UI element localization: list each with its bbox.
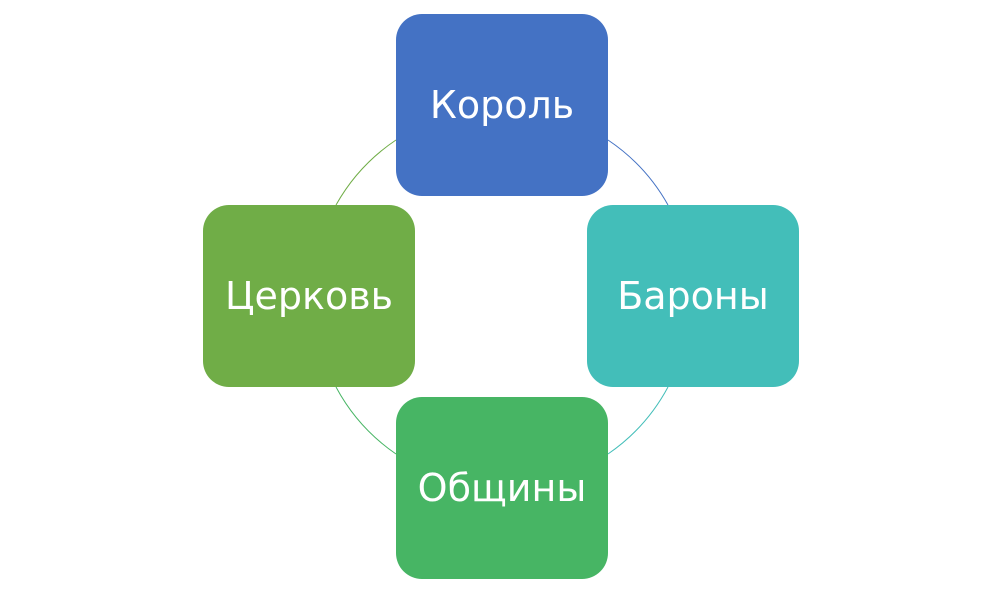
node-barons: Бароны [587, 205, 799, 387]
node-label: Король [429, 83, 575, 127]
node-communes: Общины [396, 397, 608, 579]
arc-barons-communes [607, 386, 669, 455]
arc-communes-church [335, 386, 397, 455]
arc-king-barons [607, 139, 669, 206]
node-church: Церковь [203, 205, 415, 387]
node-label: Общины [417, 466, 587, 510]
node-label: Бароны [617, 274, 769, 318]
arc-church-king [335, 139, 397, 206]
node-label: Церковь [225, 274, 393, 318]
node-king: Король [396, 14, 608, 196]
